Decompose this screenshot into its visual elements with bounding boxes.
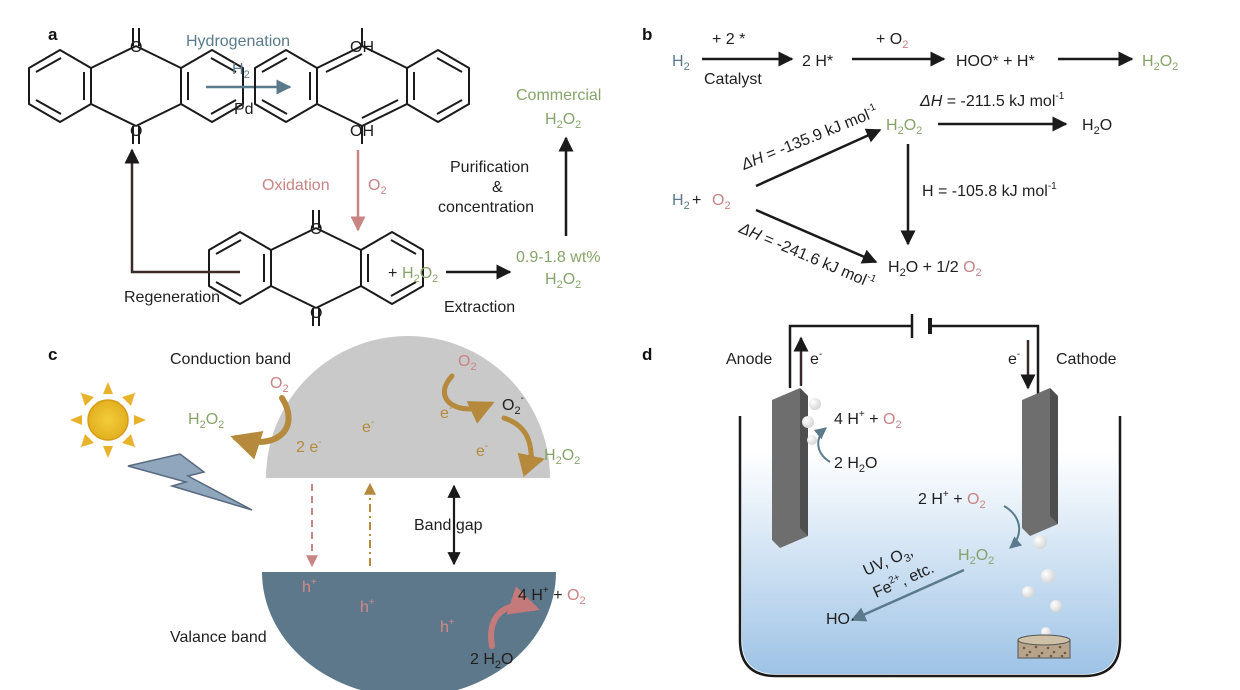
- h2o2-intermediate: H2O2: [886, 117, 922, 137]
- cb-superoxide-arrow: [442, 373, 495, 424]
- dh-decomposition: ΔH = -211.5 kJ mol-1: [919, 91, 1065, 110]
- dh-h2o-formation: ΔH = -241.6 kJ mol-1: [736, 218, 879, 293]
- purification-label: Purification: [450, 159, 529, 176]
- panel-b-label: b: [642, 25, 652, 44]
- two-h-plus-o2-d: 2 H+ + O2: [918, 489, 986, 511]
- cb-superoxide-to-h2o2-arrow: [501, 415, 545, 477]
- valence-band-shape: [262, 572, 556, 690]
- hoo-h-intermediate: HOO* + H*: [956, 53, 1035, 70]
- concentration-label: concentration: [438, 199, 534, 216]
- anthraquinone-structure: [28, 28, 244, 144]
- hole-3: h+: [440, 617, 455, 636]
- h2-reactant: H2: [672, 192, 690, 212]
- h2-reagent: H2: [232, 61, 250, 81]
- two-electron-label: 2 e-: [296, 437, 322, 456]
- h2o-product-b: H2O: [1082, 117, 1112, 137]
- cathode-bubbles: [1022, 535, 1062, 637]
- o2-reactant: O2: [712, 192, 731, 212]
- h2o2-cb-left: H2O2: [188, 411, 224, 431]
- h2o2-product-b: H2O2: [1142, 53, 1178, 73]
- sun-icon: [70, 382, 146, 458]
- conduction-band-shape: [266, 336, 550, 478]
- panel-c-label: c: [48, 345, 57, 364]
- commercial-label: Commercial: [516, 87, 601, 104]
- h2-start: H2: [672, 53, 690, 73]
- cathode-reduction-arrow: [1003, 505, 1023, 549]
- pd-catalyst: Pd: [234, 101, 254, 118]
- anode-electron: e-: [810, 349, 822, 368]
- anode-bubbles: [802, 398, 821, 445]
- hole-1: h+: [302, 577, 317, 596]
- beaker-outline: [738, 416, 1122, 678]
- catalyst-label: Catalyst: [704, 71, 762, 88]
- o-atom-product-top: O: [310, 221, 322, 238]
- electron-3: e-: [476, 441, 488, 460]
- hydrogenation-label: Hydrogenation: [186, 33, 290, 50]
- h2o2-cb-right: H2O2: [544, 447, 580, 467]
- conduction-band-label: Conduction band: [170, 351, 291, 368]
- circuit-wire-right: [930, 324, 1040, 396]
- direct-h2o2-arrow: [755, 128, 882, 188]
- o2-cb-right: O2: [458, 353, 477, 373]
- panel-d-label: d: [642, 345, 652, 364]
- cathode-electrode: [1022, 388, 1058, 536]
- circuit-wire-left: [788, 324, 912, 388]
- valance-band-label: Valance band: [170, 629, 267, 646]
- anode-label: Anode: [726, 351, 772, 368]
- cb-left-reduction-arrow: [230, 395, 292, 460]
- hydroxyl-radical: HO·: [826, 611, 855, 628]
- hole-2: h+: [360, 597, 375, 616]
- gas-diffuser: [1017, 634, 1071, 659]
- oh-group-bottom: OH: [350, 123, 374, 140]
- two-h-star: 2 H*: [802, 53, 833, 70]
- h2o2-crude: H2O2: [402, 265, 438, 285]
- regeneration-arrow: [124, 148, 240, 274]
- o-atom-product-bottom: O: [310, 305, 322, 322]
- plus-sign: +: [388, 265, 397, 282]
- o-atom-bottom: O: [130, 123, 142, 140]
- regeneration-label: Regeneration: [124, 289, 220, 306]
- panel-a-label: a: [48, 25, 58, 44]
- electron-2: e-: [440, 403, 452, 422]
- plus-2-star: + 2 *: [712, 31, 745, 48]
- superoxide-label: O2-: [502, 393, 524, 417]
- water-oxidation-arrow: [488, 586, 540, 649]
- two-h2o-c: 2 H2O: [470, 651, 513, 671]
- o2-reagent: O2: [368, 177, 387, 197]
- anthraquinone-product-structure: [208, 210, 424, 326]
- h2o2-cathode-product: H2O2: [958, 547, 994, 567]
- four-h-plus-o2-d: 4 H+ + O2: [834, 409, 902, 431]
- direct-h2o-arrow: [755, 208, 878, 264]
- anode-oxidation-arrow: [813, 427, 831, 463]
- h2o2-dilute: H2O2: [545, 271, 581, 291]
- panel-a: a O O Hydrogenation H2 Pd: [28, 25, 601, 326]
- panel-b: b H2 + 2 * Catalyst 2 H* + O2 HOO* + H* …: [642, 25, 1178, 293]
- cathode-electron: e-: [1008, 349, 1020, 368]
- panel-c: c Conduction band 2 e- e- e- e-: [48, 336, 586, 690]
- electron-1: e-: [362, 417, 374, 436]
- light-bolt-icon: [127, 453, 253, 511]
- h2o-half-o2: H2O + 1/2 O2: [888, 259, 982, 279]
- plus-o2-step: + O2: [876, 31, 908, 51]
- activation-arrow: [850, 568, 965, 622]
- panel-d: d Anode Cathode e- e- 4 H+ + O2 2 H2O 2 …: [642, 314, 1122, 678]
- plus-sign-b: +: [692, 192, 701, 209]
- two-h2o-d: 2 H2O: [834, 455, 877, 475]
- concentration-value: 0.9-1.8 wt%: [516, 249, 600, 266]
- extraction-label: Extraction: [444, 299, 515, 316]
- ampersand: &: [492, 179, 503, 196]
- o2-cb-left: O2: [270, 375, 289, 395]
- h2o2-commercial: H2O2: [545, 111, 581, 131]
- o-atom-top: O: [130, 39, 142, 56]
- cathode-label: Cathode: [1056, 351, 1117, 368]
- four-h-plus-o2-c: 4 H+ + O2: [518, 585, 586, 607]
- oh-group-top: OH: [350, 39, 374, 56]
- oxidation-label: Oxidation: [262, 177, 330, 194]
- band-gap-label: Band gap: [414, 517, 483, 534]
- anthrahydroquinone-structure: [254, 28, 470, 144]
- anode-electrode: [772, 388, 808, 548]
- dh-reduction: H = -105.8 kJ mol-1: [922, 181, 1057, 200]
